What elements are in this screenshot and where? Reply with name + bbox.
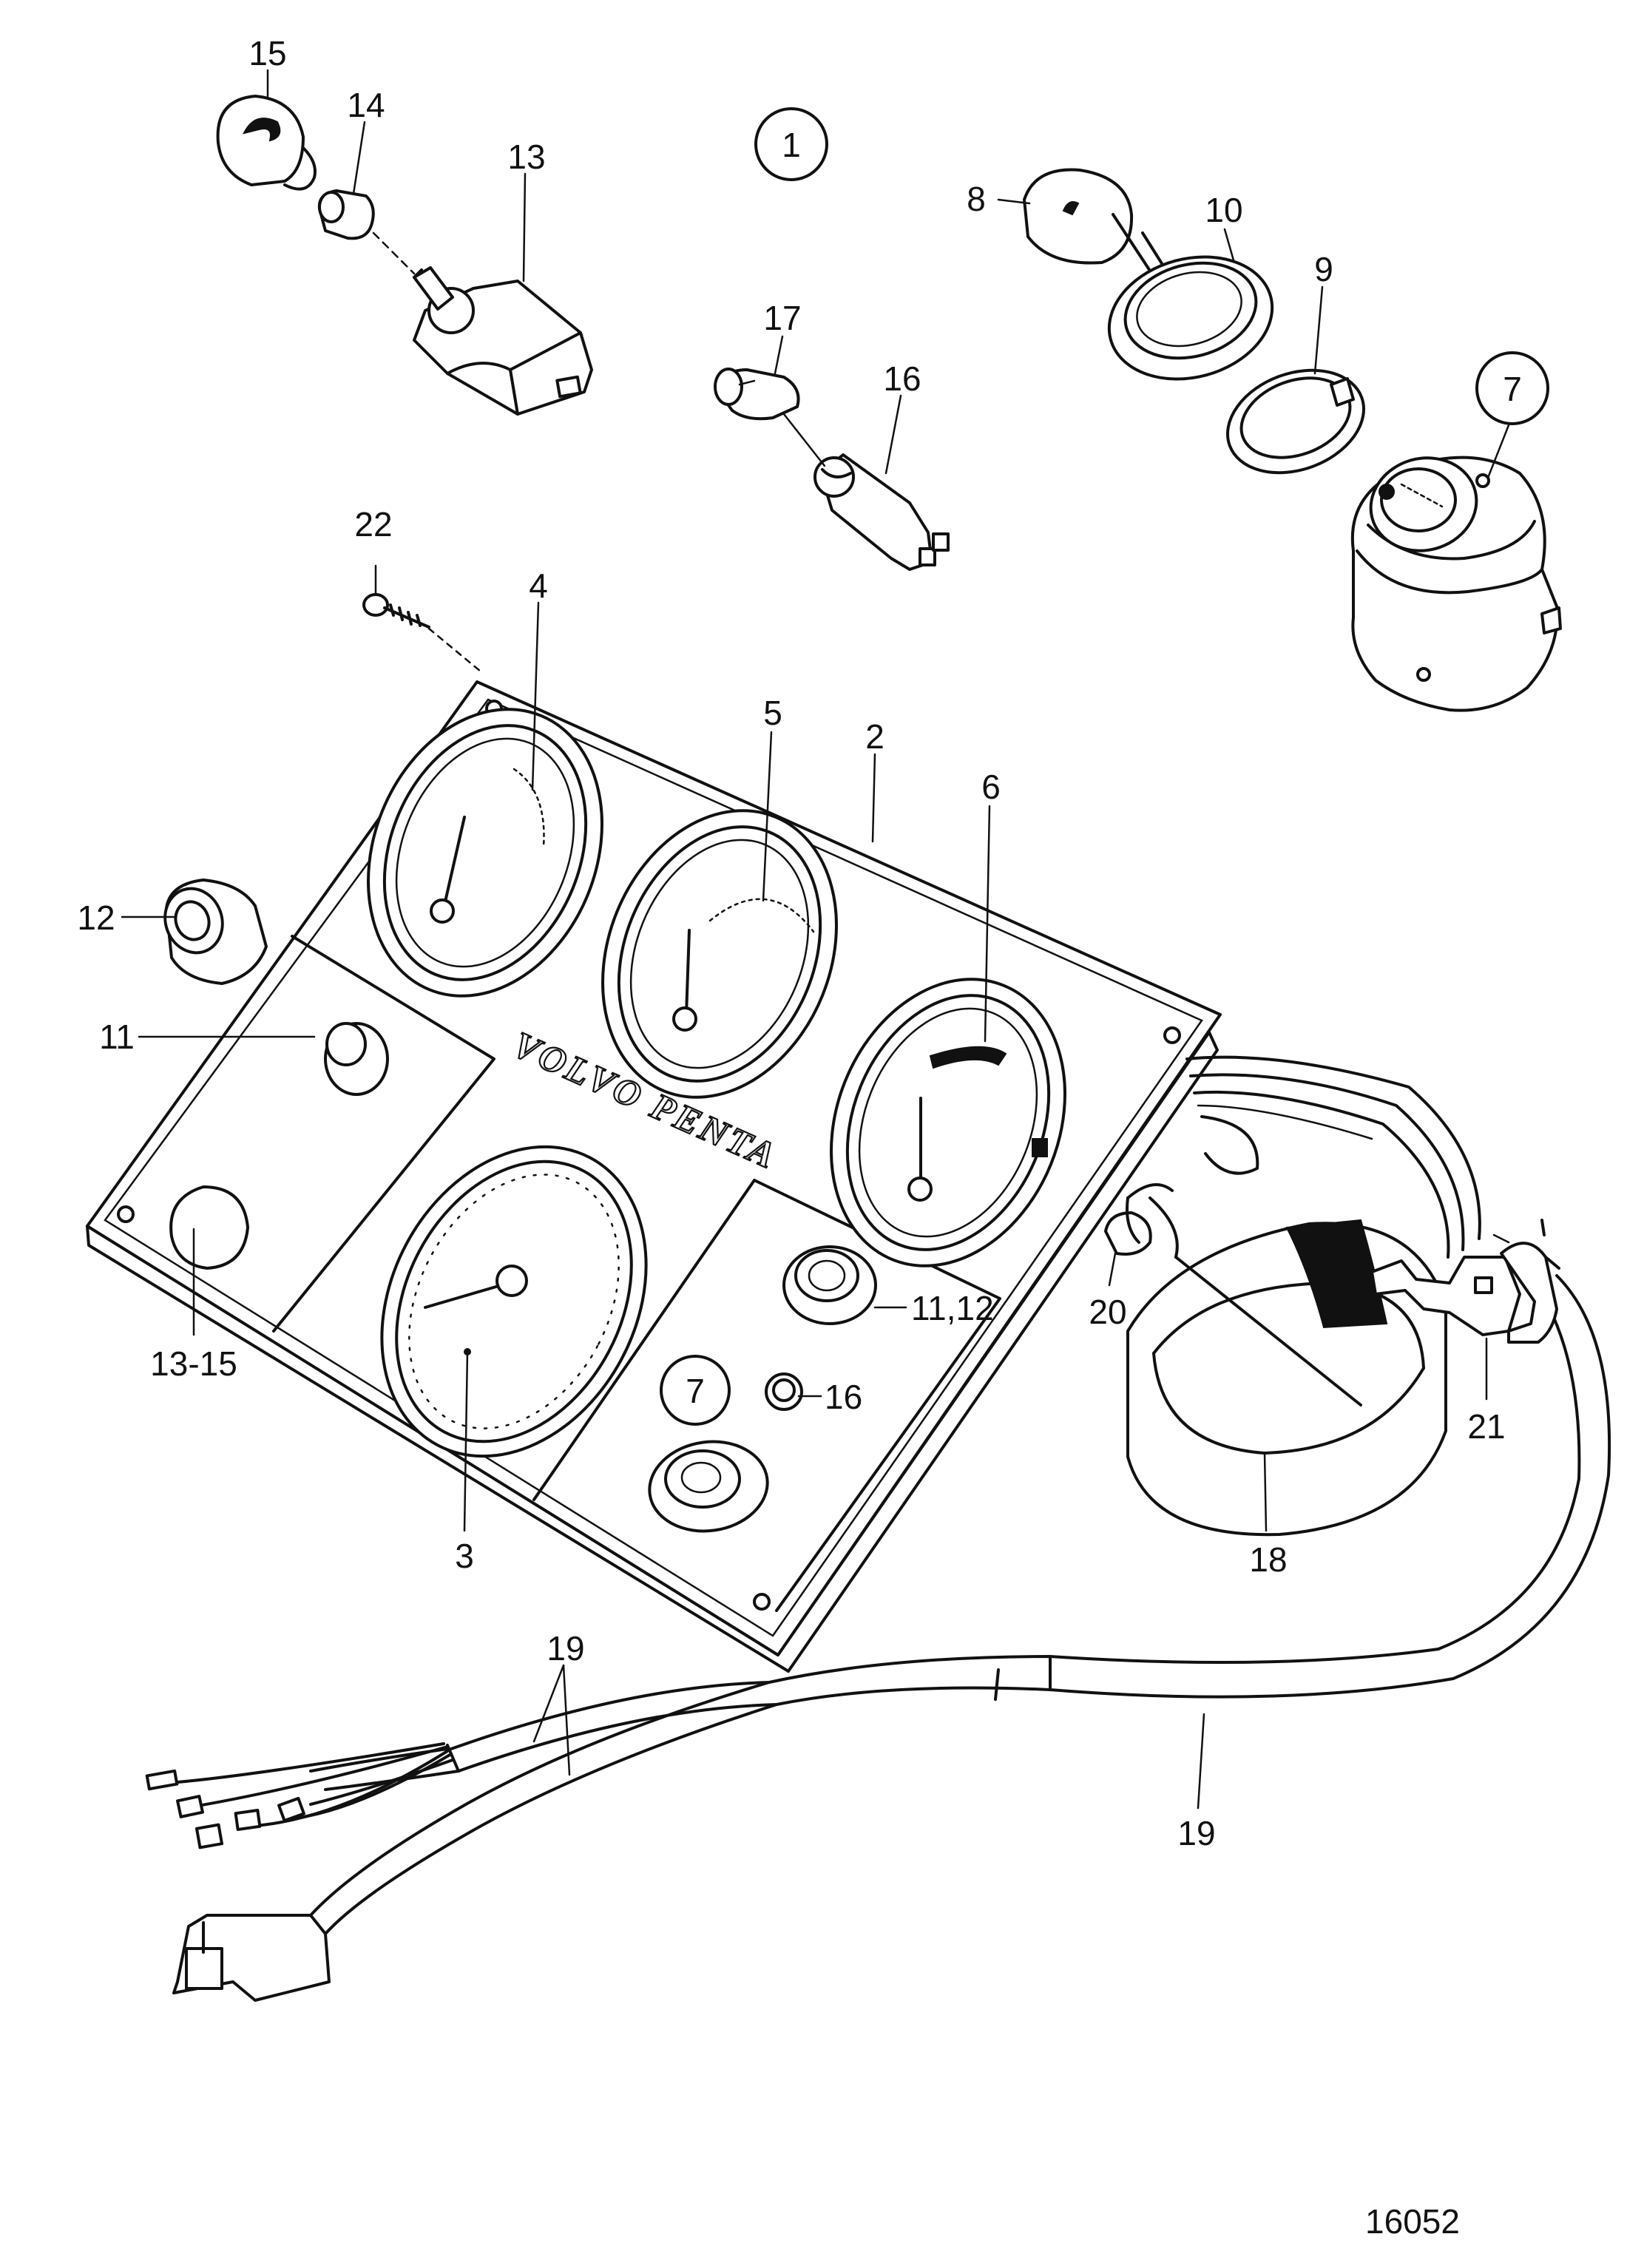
panel-switch-11 xyxy=(324,1022,389,1096)
callout-7-top: 7 xyxy=(1475,351,1549,425)
gauge-5 xyxy=(601,809,838,1099)
wiring-harness-19 xyxy=(145,1055,1611,2002)
panel-ignition-7 xyxy=(648,1440,769,1533)
lamp-holder-16 xyxy=(782,413,950,571)
callout-13: 13 xyxy=(507,138,545,176)
toggle-switch-13 xyxy=(413,266,593,416)
screw-22 xyxy=(362,593,482,673)
callout-14: 14 xyxy=(347,86,385,124)
callout-labels: 1 15 14 13 17 16 8 10 9 7 22 4 5 2 6 12 … xyxy=(77,34,1549,2241)
callout-4: 4 xyxy=(529,566,548,605)
leader-lines xyxy=(121,69,1510,1810)
callout-12: 12 xyxy=(77,898,115,937)
instrument-panel xyxy=(86,680,1222,1673)
callout-8: 8 xyxy=(967,180,986,218)
figure-number: 16052 xyxy=(1365,2202,1460,2241)
panel-switch-11-12 xyxy=(782,1245,877,1325)
callout-21: 21 xyxy=(1467,1407,1505,1446)
callout-9: 9 xyxy=(1314,250,1333,288)
callout-16-panel: 16 xyxy=(825,1378,862,1416)
panel-button-13-15 xyxy=(169,1185,249,1270)
callout-16-top: 16 xyxy=(883,359,921,398)
nut-14 xyxy=(317,189,375,240)
connector-20 xyxy=(1104,1183,1174,1256)
callout-19-right: 19 xyxy=(1177,1814,1215,1852)
bulb-17 xyxy=(714,368,800,421)
panel-lamp-16 xyxy=(765,1372,803,1411)
knob-15 xyxy=(216,95,317,191)
ignition-switch-7 xyxy=(1350,456,1562,712)
callout-13-15: 13-15 xyxy=(150,1344,237,1383)
svg-text:7: 7 xyxy=(1503,370,1522,408)
callout-3: 3 xyxy=(455,1537,474,1575)
connector-21 xyxy=(1370,1219,1560,1344)
cap-12 xyxy=(163,879,268,985)
callout-10: 10 xyxy=(1205,191,1242,229)
callout-1: 1 xyxy=(754,107,828,181)
svg-text:7: 7 xyxy=(686,1372,705,1410)
gauge-6 xyxy=(830,978,1066,1267)
callout-2: 2 xyxy=(865,717,884,756)
callout-19-left: 19 xyxy=(547,1629,584,1668)
callout-11-12: 11,12 xyxy=(911,1289,994,1327)
svg-text:1: 1 xyxy=(782,126,801,164)
callout-17: 17 xyxy=(763,299,801,337)
ring-9 xyxy=(1226,368,1365,475)
callout-18: 18 xyxy=(1249,1540,1287,1579)
callout-22: 22 xyxy=(354,505,392,544)
callout-11: 11 xyxy=(99,1018,135,1056)
exploded-axis-line xyxy=(372,231,416,275)
callout-20: 20 xyxy=(1089,1293,1126,1331)
callout-5: 5 xyxy=(763,694,782,732)
callout-15: 15 xyxy=(248,34,286,72)
tachometer-3 xyxy=(380,1145,648,1458)
bezel-10 xyxy=(1107,255,1274,381)
callout-6: 6 xyxy=(981,768,1001,806)
mounting-band-18 xyxy=(1126,1219,1447,1537)
callout-7-panel: 7 xyxy=(660,1355,731,1426)
